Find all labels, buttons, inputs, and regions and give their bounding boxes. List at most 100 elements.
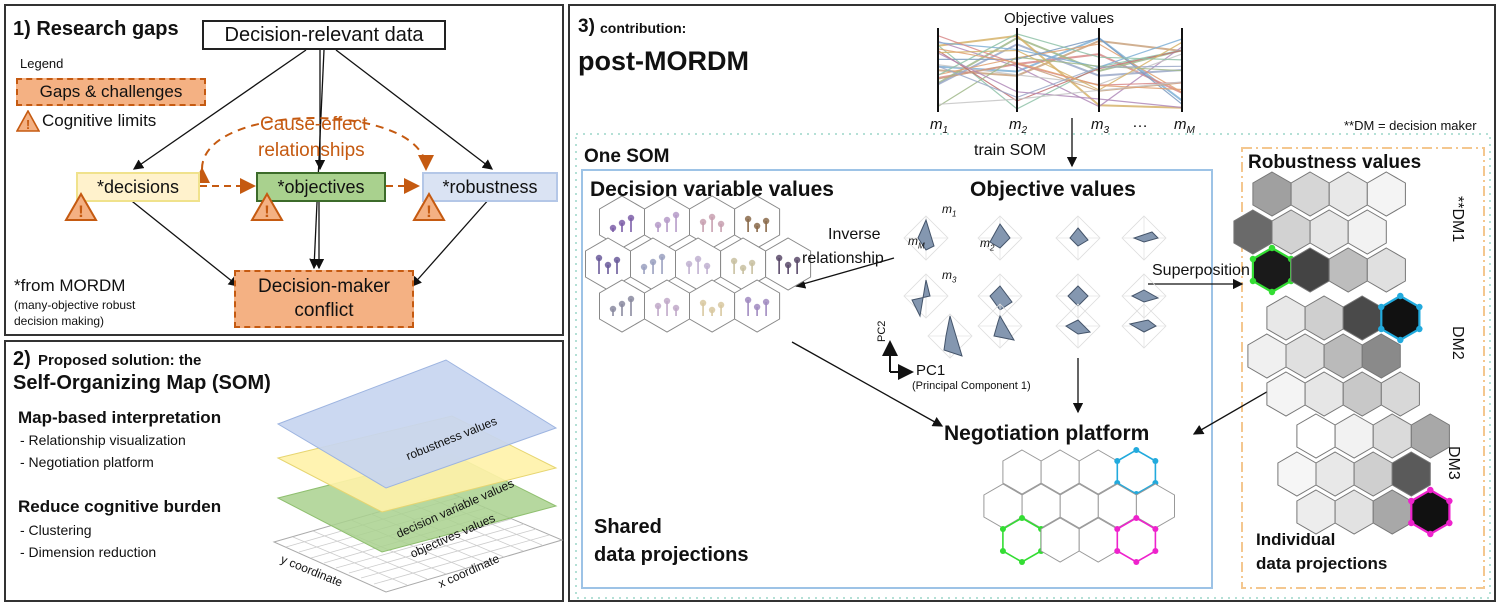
highlight-node <box>1019 515 1025 521</box>
pc2-label: PC2 <box>876 320 888 342</box>
radar-shape <box>1069 227 1089 247</box>
panel-proposed-solution: 2) Proposed solution: the Self-Organizin… <box>4 340 564 602</box>
stem-dot <box>717 301 725 309</box>
radar-label-m1: m1 <box>942 202 957 219</box>
robustness-hex <box>1372 413 1412 459</box>
svg-text:!: ! <box>26 117 30 132</box>
pcp-line <box>937 37 1183 105</box>
highlight-node <box>1114 458 1121 464</box>
robustness-hex <box>1366 171 1406 217</box>
stem-dot <box>748 259 756 267</box>
stem-dot <box>708 213 716 221</box>
robustness-hex <box>1290 171 1330 217</box>
panel-contribution: 3) contribution: post-MORDM Objective va… <box>568 4 1496 602</box>
objective-values-title: Objective values <box>970 178 1136 201</box>
robustness-hex <box>1323 333 1363 379</box>
radar-label-m2: m2 <box>980 236 995 253</box>
stem-dot <box>762 217 770 225</box>
svg-text:!: ! <box>426 202 432 221</box>
robustness-hex <box>1366 247 1406 293</box>
pcp-title: Objective values <box>1004 10 1115 27</box>
individual-label-2: data projections <box>1256 554 1388 573</box>
axis-m2: m2 <box>1009 116 1028 136</box>
stem-dot <box>708 306 716 314</box>
robustness-hex <box>1247 333 1287 379</box>
conflict-line-2: conflict <box>294 300 354 321</box>
stem-dot <box>654 221 662 229</box>
panel3-num: 3) <box>578 16 595 37</box>
item-clustering: - Clustering <box>20 522 92 538</box>
panel3-title: post-MORDM <box>578 46 749 76</box>
superposition-label: Superposition <box>1152 262 1250 279</box>
cause-effect-label-1: Cause-effect <box>260 114 368 135</box>
panel-research-gaps: 1) Research gaps Decision-relevant data … <box>4 4 564 336</box>
stem-dot <box>730 257 738 265</box>
highlight-node <box>1408 519 1415 527</box>
radar-shape <box>1132 231 1159 243</box>
item-relationship: - Relationship visualization <box>20 432 186 448</box>
robustness-hex <box>1353 451 1393 497</box>
stem-dot <box>604 261 612 269</box>
robustness-hex <box>1410 488 1451 536</box>
robustness-hex <box>1251 246 1293 294</box>
robustness-hex <box>1315 451 1355 497</box>
pc1-label: PC1 <box>916 362 946 379</box>
item-dimension-reduction: - Dimension reduction <box>20 544 157 560</box>
pcp-line <box>937 53 1183 86</box>
stem-dot <box>703 262 711 270</box>
highlight-node <box>1427 530 1434 538</box>
parallel-coordinates-plot <box>937 28 1183 112</box>
objective-radar-grid <box>903 215 1167 359</box>
stem-dot <box>663 297 671 305</box>
robustness-hex <box>1328 171 1368 217</box>
mordm-sub-2: decision making) <box>14 314 105 328</box>
radar-shape <box>917 218 935 251</box>
panel2-title-small: Proposed solution: the <box>38 352 202 369</box>
stem-dot <box>793 256 801 264</box>
conflict-line-1: Decision-maker <box>258 276 390 297</box>
robustness-hex <box>1380 294 1421 342</box>
decisions-box: *decisions <box>76 172 200 202</box>
axis-m3: m3 <box>1091 116 1110 136</box>
train-som-label: train SOM <box>974 142 1047 159</box>
dm1-label: **DM1 <box>1449 196 1466 243</box>
stem-dot <box>672 211 680 219</box>
stem-dot <box>775 254 783 262</box>
negotiation-title: Negotiation platform <box>944 422 1150 445</box>
heading-map-interpretation: Map-based interpretation <box>18 408 222 427</box>
legend-cognitive: Cognitive limits <box>42 111 157 130</box>
conflict-box: Decision-maker conflict <box>234 270 414 328</box>
robustness-hex <box>1285 333 1325 379</box>
robustness-hex <box>1328 247 1368 293</box>
stem-dot <box>672 304 680 312</box>
stem-dot <box>627 214 635 222</box>
robustness-hex <box>1334 413 1374 459</box>
radar-shape <box>1128 319 1157 333</box>
highlight-node <box>1268 244 1276 252</box>
pcp-line <box>937 81 1183 105</box>
pcp-line <box>937 36 1183 85</box>
pcp-line <box>937 41 1183 91</box>
pcp-line <box>937 33 1183 76</box>
stem-dot <box>753 222 761 230</box>
stem-dot <box>739 264 747 272</box>
highlight-node <box>1427 486 1434 494</box>
dm-note: **DM = decision maker <box>1344 118 1477 133</box>
stem-dot <box>694 255 702 263</box>
cause-effect-label-2: relationships <box>258 140 365 161</box>
pcp-line <box>937 52 1183 109</box>
highlight-node <box>999 548 1006 554</box>
decision-variable-title: Decision variable values <box>590 178 834 201</box>
radar-shape <box>989 285 1013 311</box>
decision-data-box: Decision-relevant data <box>202 20 446 50</box>
robustness-hex <box>1334 489 1374 535</box>
highlight-node <box>1416 303 1423 311</box>
highlight-node <box>1114 548 1121 554</box>
inverse-label-2: relationship <box>802 250 884 267</box>
highlight-node <box>1416 325 1423 333</box>
stem-dot <box>609 305 617 313</box>
warning-icon: ! <box>16 110 40 132</box>
radar-shape <box>911 279 931 318</box>
highlight-node <box>1133 515 1140 521</box>
highlight-node <box>1446 497 1453 505</box>
